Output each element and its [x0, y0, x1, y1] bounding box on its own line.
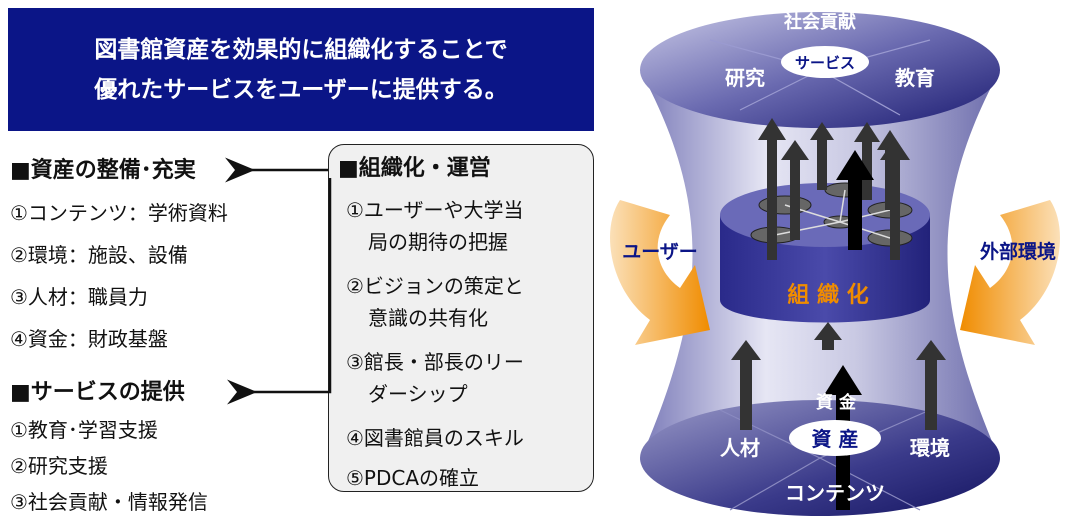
label-external-environment: 外部環境	[980, 240, 1056, 263]
organization-item-line: ③館長・部長のリー	[346, 350, 524, 374]
top-dividers	[709, 39, 931, 116]
assets-title: ■資産の整備･充実	[10, 158, 196, 183]
assets-item: ②環境：施設、設備	[10, 243, 188, 267]
organization-item-line: ダーシップ	[368, 382, 468, 406]
organization-box	[328, 144, 594, 492]
label-contents: コンテンツ	[785, 481, 885, 505]
organization-item-line: 局の期待の把握	[368, 230, 508, 254]
label-funds: 資 金	[816, 392, 857, 413]
label-social-contribution: 社会貢献	[784, 11, 856, 33]
services-item: ②研究支援	[10, 454, 108, 478]
organization-item: ①ユーザーや大学当 局の期待の把握	[346, 194, 592, 258]
label-user: ユーザー	[622, 241, 698, 263]
organization-item-line: ①ユーザーや大学当	[346, 198, 524, 222]
headline-line-2: 優れたサービスをユーザーに提供する。	[94, 76, 508, 103]
label-service: サービス	[795, 54, 855, 72]
service-badge	[781, 46, 869, 78]
organization-list: ①ユーザーや大学当 局の期待の把握 ②ビジョンの策定と 意識の共有化 ③館長・部…	[346, 194, 592, 506]
label-research: 研究	[725, 66, 765, 90]
headline-line-1: 図書館資産を効果的に組織化することで	[94, 36, 508, 63]
organization-item: ⑤PDCAの確立	[346, 462, 592, 494]
hourglass-diagram: 社会貢献 サービス 研究 教育 ユーザー 外部環境 組 織 化 資 金 資 産 …	[610, 11, 1060, 516]
organization-item-line: ⑤PDCAの確立	[346, 466, 480, 490]
headline-banner: 図書館資産を効果的に組織化することで 優れたサービスをユーザーに提供する。	[8, 8, 594, 131]
label-people: 人材	[720, 436, 760, 460]
assets-list: ①コンテンツ：学術資料 ②環境：施設、設備 ③人材：職員力 ④資金：財政基盤	[10, 192, 228, 360]
organization-item: ②ビジョンの策定と 意識の共有化	[346, 270, 592, 334]
assets-badge	[789, 420, 881, 456]
user-arrow	[610, 200, 710, 345]
assets-item: ③人材：職員力	[10, 285, 148, 309]
services-item: ③社会貢献・情報発信	[10, 490, 208, 514]
organization-item-line: ④図書館員のスキル	[346, 426, 524, 450]
services-list: ①教育･学習支援 ②研究支援 ③社会貢献・情報発信	[10, 412, 208, 520]
assets-item: ①コンテンツ：学術資料	[10, 201, 228, 225]
arrow-to-services	[227, 178, 332, 405]
assets-item: ④資金：財政基盤	[10, 327, 168, 351]
organization-item: ③館長・部長のリー ダーシップ	[346, 346, 592, 410]
organization-item: ④図書館員のスキル	[346, 422, 592, 454]
external-arrow	[960, 200, 1060, 345]
label-organize: 組 織 化	[787, 282, 868, 308]
connector-arrows	[225, 157, 332, 405]
label-assets: 資 産	[812, 427, 859, 451]
organization-title: ■組織化・運営	[338, 156, 491, 181]
label-environment: 環境	[910, 436, 950, 460]
organization-item-line: ②ビジョンの策定と	[346, 274, 524, 298]
services-title: ■サービスの提供	[10, 380, 185, 405]
organization-item-line: 意識の共有化	[368, 306, 488, 330]
upward-arrows-top	[758, 118, 910, 260]
label-education: 教育	[895, 66, 935, 90]
services-item: ①教育･学習支援	[10, 418, 158, 442]
